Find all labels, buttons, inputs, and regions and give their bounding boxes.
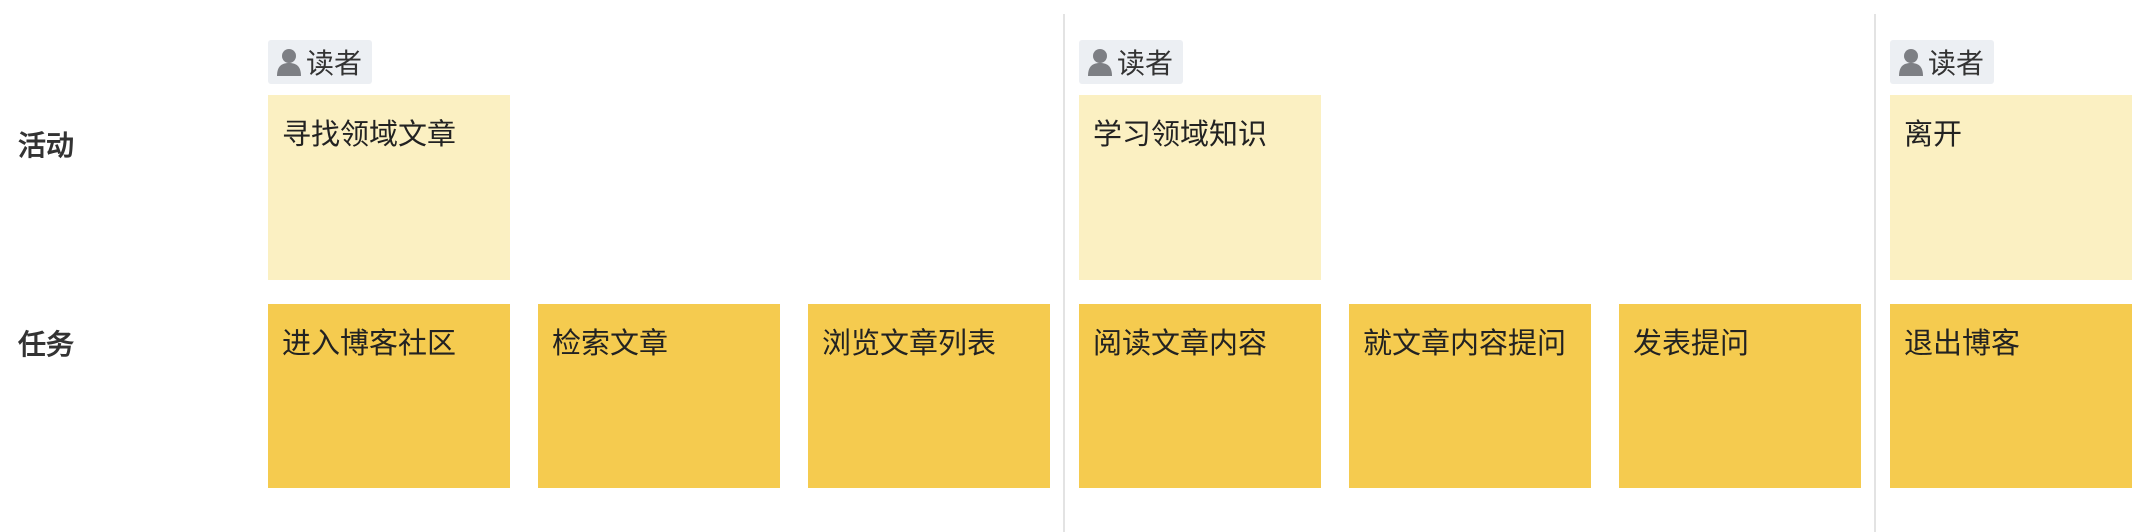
persona-label: 读者 — [1117, 47, 1174, 80]
activity-card[interactable]: 离开 — [1890, 95, 2132, 280]
user-icon — [1898, 47, 1924, 77]
column-divider — [1874, 14, 1876, 532]
column-divider — [1063, 14, 1065, 532]
user-icon — [1087, 47, 1113, 77]
persona-label: 读者 — [1928, 47, 1985, 80]
task-card[interactable]: 退出博客 — [1890, 304, 2132, 488]
row-label-task: 任务 — [18, 328, 75, 361]
task-card[interactable]: 发表提问 — [1619, 304, 1861, 488]
activity-card[interactable]: 学习领域知识 — [1079, 95, 1321, 280]
task-card[interactable]: 进入博客社区 — [268, 304, 510, 488]
row-label-activity: 活动 — [18, 129, 75, 162]
task-card[interactable]: 阅读文章内容 — [1079, 304, 1321, 488]
persona-tag[interactable]: 读者 — [1079, 40, 1184, 84]
activity-card[interactable]: 寻找领域文章 — [268, 95, 510, 280]
task-card[interactable]: 检索文章 — [538, 304, 780, 488]
task-card[interactable]: 就文章内容提问 — [1349, 304, 1591, 488]
persona-tag[interactable]: 读者 — [1890, 40, 1995, 84]
task-card[interactable]: 浏览文章列表 — [808, 304, 1050, 488]
persona-tag[interactable]: 读者 — [268, 40, 373, 84]
user-icon — [276, 47, 302, 77]
persona-label: 读者 — [306, 47, 363, 80]
